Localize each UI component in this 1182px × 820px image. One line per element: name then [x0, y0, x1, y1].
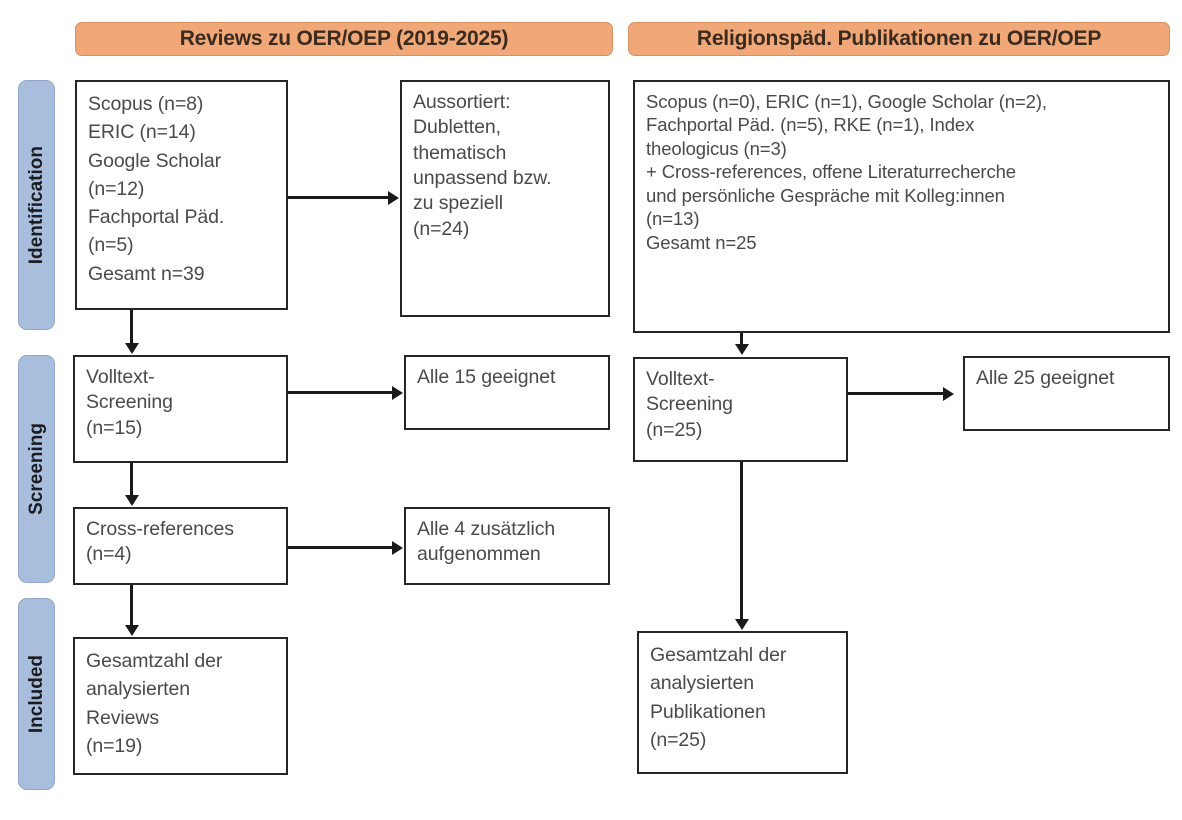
arrowhead-left-screening-to-eligible: [392, 385, 403, 400]
arrowhead-left-crossrefs-to-total: [124, 625, 139, 636]
arrowhead-right-screening-to-total: [734, 619, 749, 630]
box-right-fulltext-screening: Volltext- Screening (n=25): [633, 357, 848, 462]
box-left-fulltext-screening: Volltext- Screening (n=15): [73, 355, 288, 463]
connector-left-sources-to-screening: [130, 310, 133, 343]
stage-pill-included: Included: [18, 598, 55, 790]
box-left-crossrefs-included: Alle 4 zusätzlich aufgenommen: [404, 507, 610, 585]
stage-pill-identification: Identification: [18, 80, 55, 330]
stage-pill-screening-label: Screening: [25, 423, 47, 515]
box-left-excluded: Aussortiert: Dubletten, thematisch unpas…: [400, 80, 610, 317]
column-banner-publications-label: Religionspäd. Publikationen zu OER/OEP: [696, 27, 1102, 50]
box-left-included-total: Gesamtzahl der analysierten Reviews (n=1…: [73, 637, 288, 775]
arrowhead-left-sources-to-screening: [124, 343, 139, 354]
box-left-identification-sources: Scopus (n=8) ERIC (n=14) Google Scholar …: [75, 80, 288, 310]
arrowhead-left-crossrefs-to-included-note: [392, 540, 403, 555]
connector-right-sources-to-screening: [740, 333, 743, 345]
box-right-identification-sources: Scopus (n=0), ERIC (n=1), Google Scholar…: [633, 80, 1170, 333]
connector-left-screening-to-crossrefs: [130, 463, 133, 495]
box-right-included-total: Gesamtzahl der analysierten Publikatione…: [637, 631, 848, 774]
arrowhead-right-sources-to-screening: [734, 344, 749, 355]
connector-right-screening-to-eligible: [848, 392, 943, 395]
arrowhead-right-screening-to-eligible: [943, 386, 954, 401]
connector-left-crossrefs-to-included-note: [288, 546, 392, 549]
connector-left-sources-to-excluded: [288, 196, 388, 199]
box-left-screening-eligible: Alle 15 geeignet: [404, 355, 610, 430]
connector-left-screening-to-eligible: [288, 391, 392, 394]
connector-left-crossrefs-to-total: [130, 585, 133, 625]
arrowhead-left-screening-to-crossrefs: [124, 495, 139, 506]
stage-pill-screening: Screening: [18, 355, 55, 583]
stage-pill-identification-label: Identification: [25, 145, 47, 265]
box-right-screening-eligible: Alle 25 geeignet: [963, 356, 1170, 431]
column-banner-reviews: Reviews zu OER/OEP (2019-2025): [75, 22, 613, 56]
box-left-crossrefs: Cross-references (n=4): [73, 507, 288, 585]
column-banner-reviews-label: Reviews zu OER/OEP (2019-2025): [179, 27, 509, 50]
connector-right-screening-to-total: [740, 462, 743, 619]
arrowhead-left-sources-to-excluded: [388, 190, 399, 205]
column-banner-publications: Religionspäd. Publikationen zu OER/OEP: [628, 22, 1170, 56]
stage-pill-included-label: Included: [25, 654, 47, 734]
